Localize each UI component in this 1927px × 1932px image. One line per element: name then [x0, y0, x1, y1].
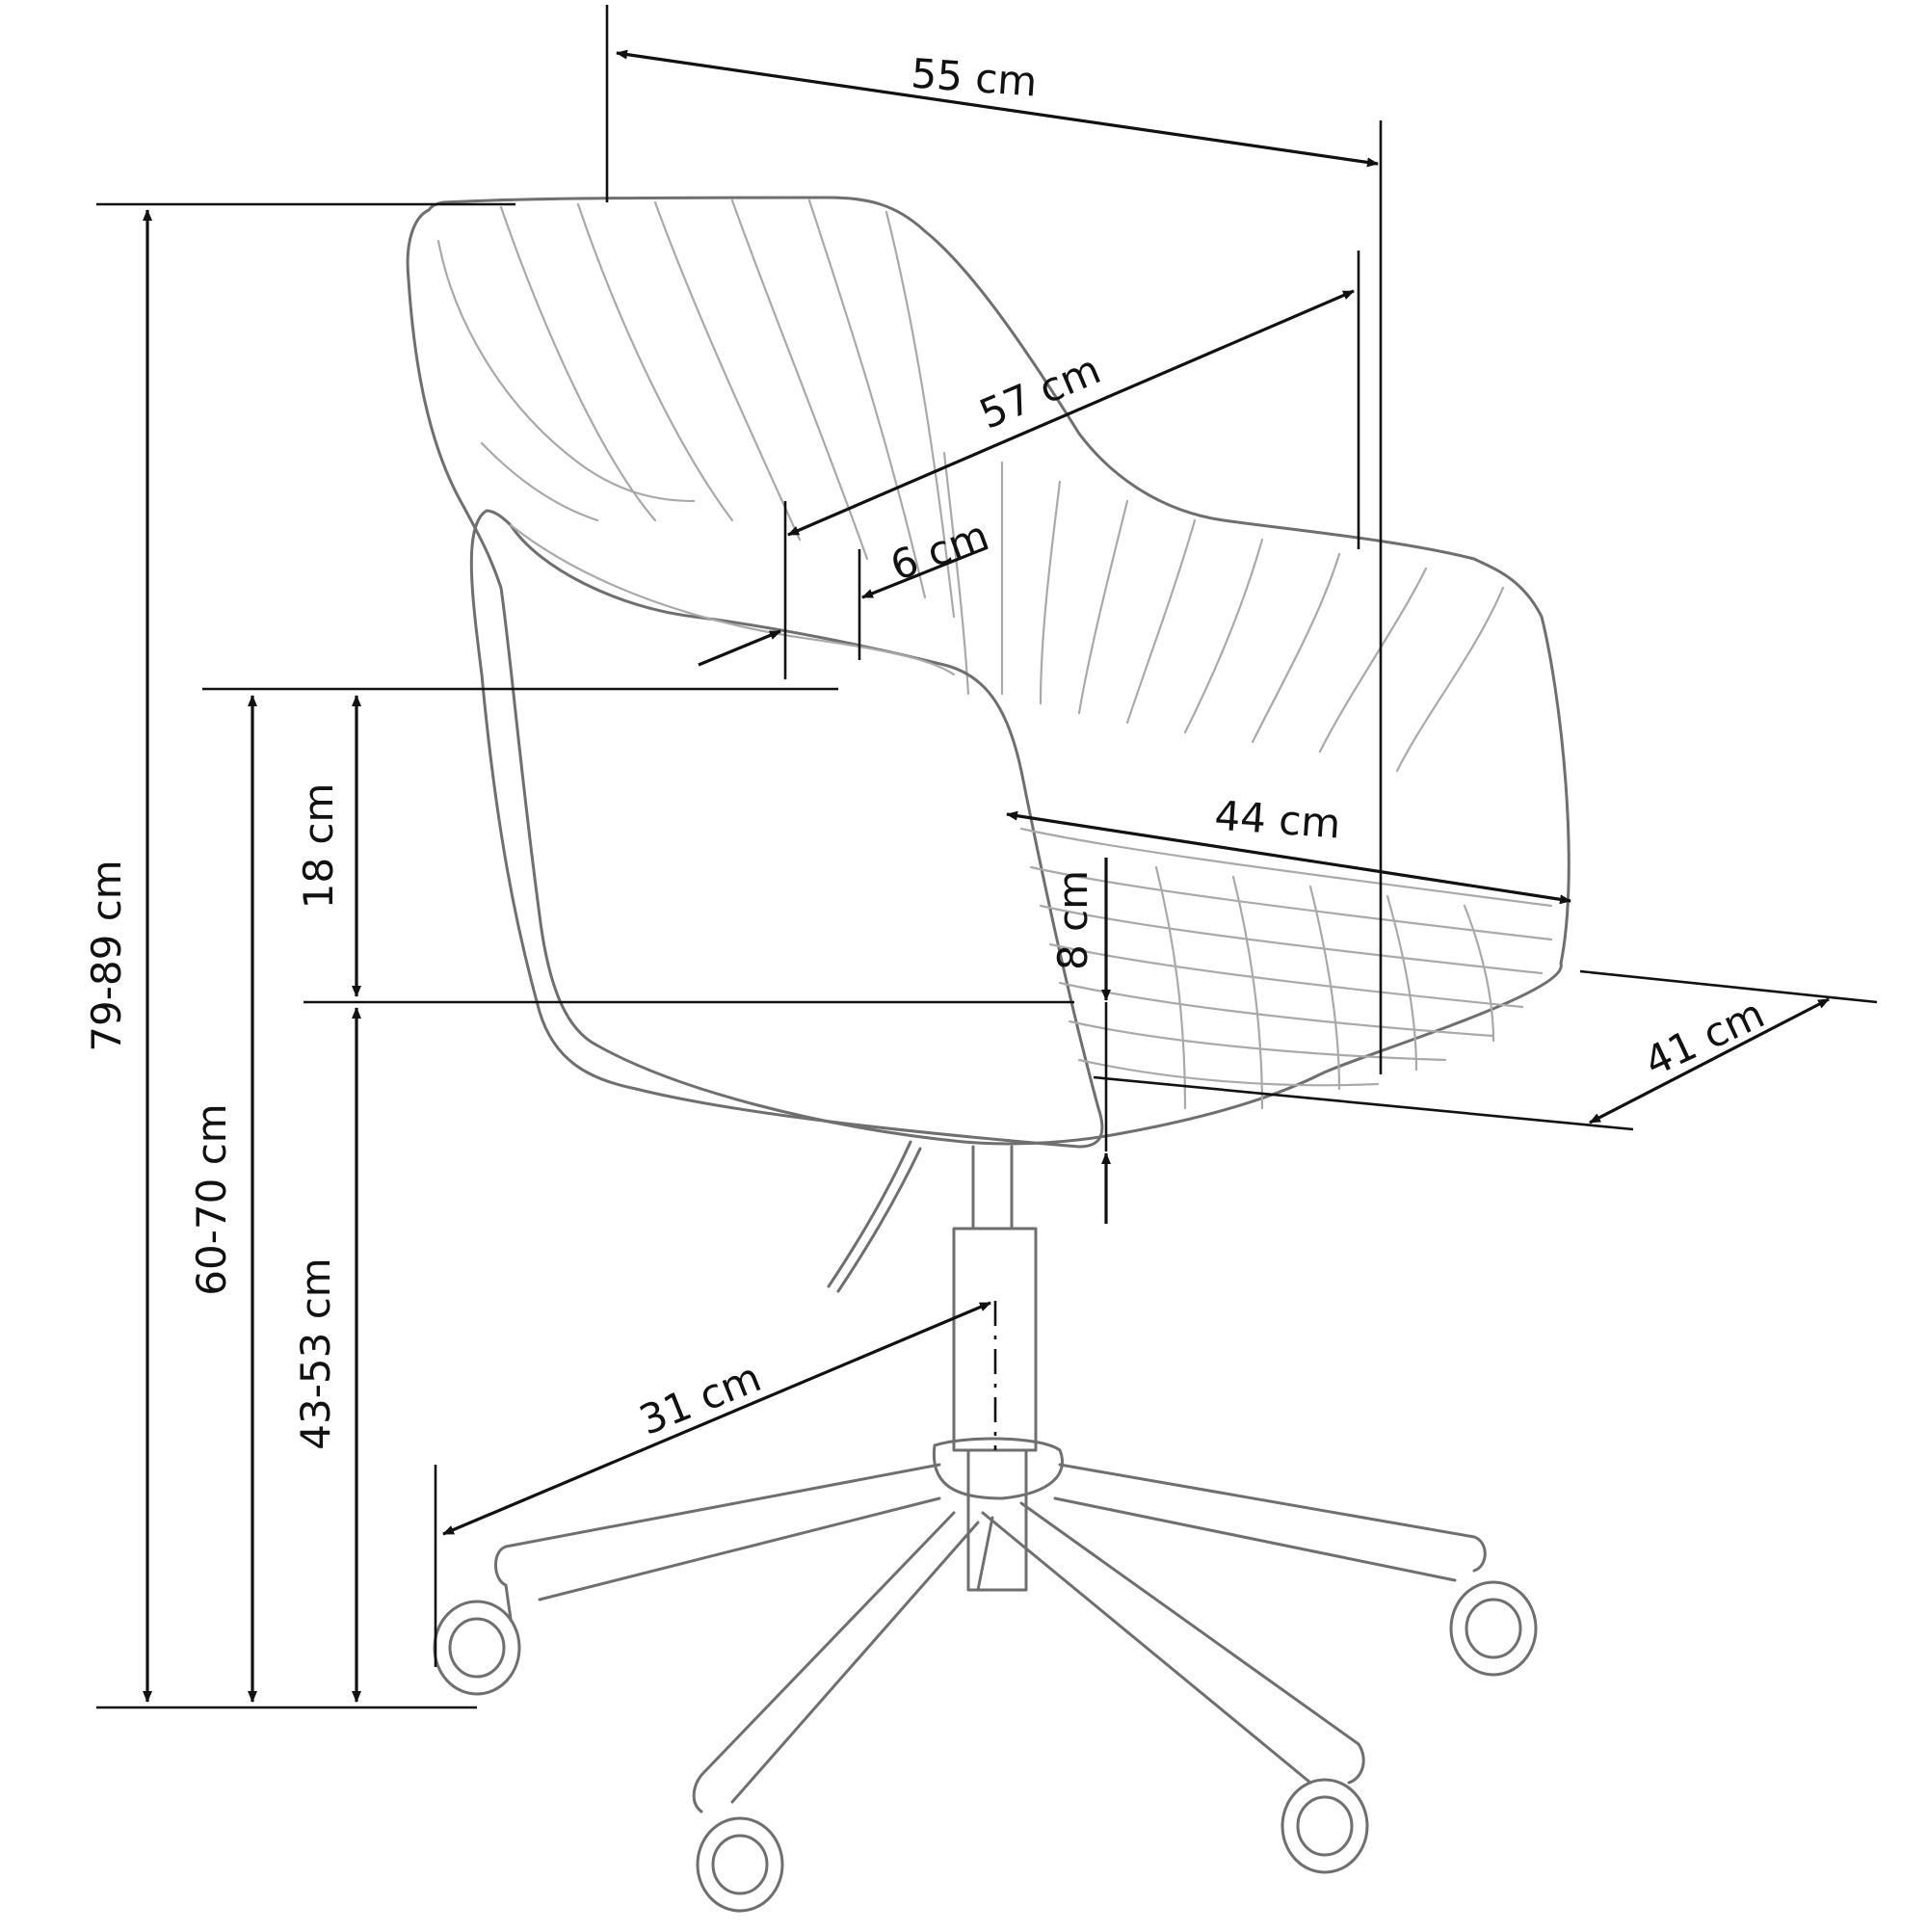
- label-6: 6 cm: [884, 512, 995, 591]
- label-57: 57 cm: [973, 346, 1108, 438]
- depth-57-arrow: [787, 289, 1355, 537]
- armrest-6-arrow: [861, 545, 989, 599]
- label-43-53: 43-53 cm: [292, 1257, 339, 1449]
- label-18: 18 cm: [295, 783, 342, 910]
- seat-width-44-arrow: [1006, 810, 1571, 905]
- dimension-labels: 55 cm 57 cm 6 cm 44 cm 18 cm 8 cm 79-89 …: [83, 50, 1772, 1450]
- label-60-70: 60-70 cm: [188, 1103, 235, 1295]
- width-55-arrow: [616, 49, 1379, 168]
- base-31-arrow: [442, 1301, 991, 1536]
- dimension-lines: [96, 5, 1878, 1709]
- label-31: 31 cm: [633, 1353, 768, 1443]
- seat-depth-41-arrow: [1589, 997, 1830, 1125]
- label-41: 41 cm: [1637, 990, 1771, 1086]
- label-44: 44 cm: [1213, 792, 1342, 848]
- label-79-89: 79-89 cm: [83, 860, 130, 1051]
- label-55: 55 cm: [910, 50, 1039, 106]
- label-8: 8 cm: [1049, 870, 1096, 970]
- chair-illustration: [406, 196, 1571, 1913]
